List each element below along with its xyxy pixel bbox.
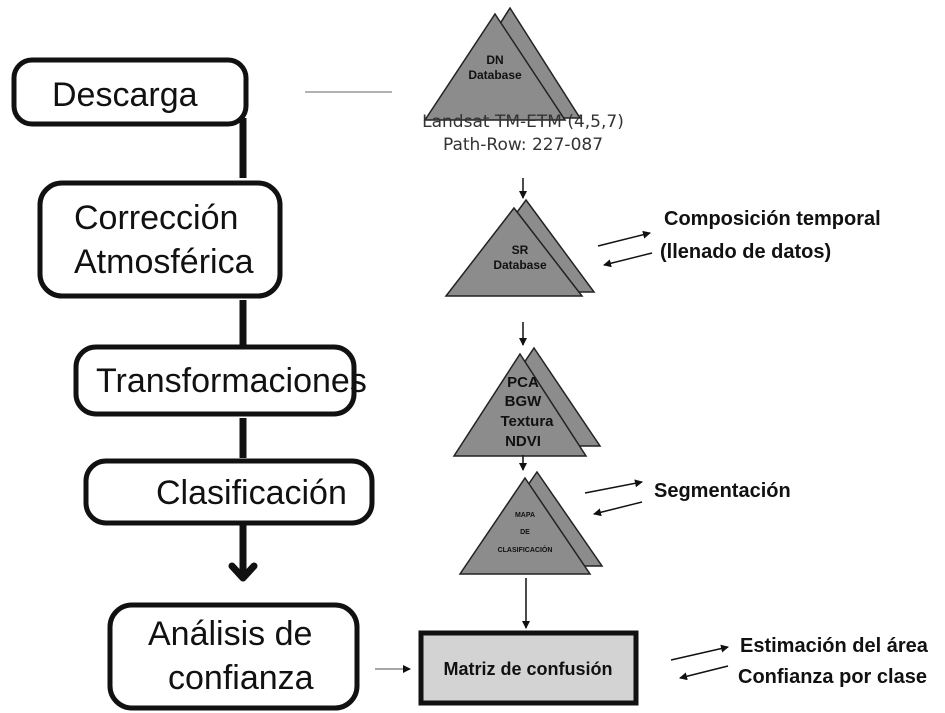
dn-database-label: Database (468, 68, 522, 82)
dn-path-row-label: Path-Row: 227-087 (443, 135, 603, 155)
step-descarga-label: Descarga (52, 76, 198, 114)
step-clasificacion-box: Clasificación (83, 458, 375, 526)
matriz-confusion-box: Matriz de confusión (418, 630, 639, 706)
sr-database-label: Database (493, 258, 547, 272)
step-correccion-box: Corrección Atmosférica (37, 180, 283, 299)
step-transformaciones-label: Transformaciones (96, 362, 367, 400)
confianza-clase-label: Confianza por clase (738, 666, 927, 688)
from-segmentacion-arrow (593, 501, 643, 517)
sr-database-triangle: SR Database (444, 198, 596, 297)
to-estimacion-arrow (670, 644, 729, 661)
step-descarga-box: Descarga (11, 57, 249, 127)
step-analisis-label-line1: Análisis de (148, 615, 312, 653)
pca-label: PCA (507, 374, 539, 391)
from-confianza-arrow (679, 665, 729, 681)
indices-triangle: PCA BGW Textura NDVI (452, 346, 602, 457)
bgw-label: BGW (505, 393, 543, 410)
step-correccion-label-line1: Corrección (74, 199, 238, 237)
mapa-label: MAPA (515, 512, 535, 519)
llenado-label: (llenado de datos) (660, 241, 831, 263)
to-segmentacion-arrow (584, 479, 643, 494)
step-analisis-box: Análisis de confianza (107, 602, 360, 711)
left-flow-connector (228, 118, 258, 582)
composicion-label: Composición temporal (664, 208, 881, 230)
step-transformaciones-box: Transformaciones (73, 344, 367, 417)
sr-label: SR (512, 243, 529, 257)
step-correccion-label-line2: Atmosférica (74, 243, 254, 281)
ndvi-label: NDVI (505, 433, 541, 450)
from-composicion-arrow (603, 252, 653, 268)
to-composicion-arrow (597, 230, 651, 247)
textura-label: Textura (500, 413, 554, 430)
estimacion-label: Estimación del área (740, 635, 929, 657)
clasificacion-map-label: CLASIFICACIÓN (498, 545, 553, 554)
dn-label: DN (486, 53, 503, 67)
segmentacion-label: Segmentación (654, 480, 791, 502)
step-clasificacion-label: Clasificación (156, 474, 347, 512)
de-label: DE (520, 529, 530, 536)
dn-database-triangle: DN Database (423, 6, 582, 121)
dn-source-label: Landsat TM-ETM (4,5,7) (422, 112, 624, 132)
matriz-label: Matriz de confusión (443, 659, 612, 679)
mapa-clasificacion-triangle: MAPA DE CLASIFICACIÓN (458, 470, 604, 575)
step-analisis-label-line2: confianza (168, 659, 314, 697)
